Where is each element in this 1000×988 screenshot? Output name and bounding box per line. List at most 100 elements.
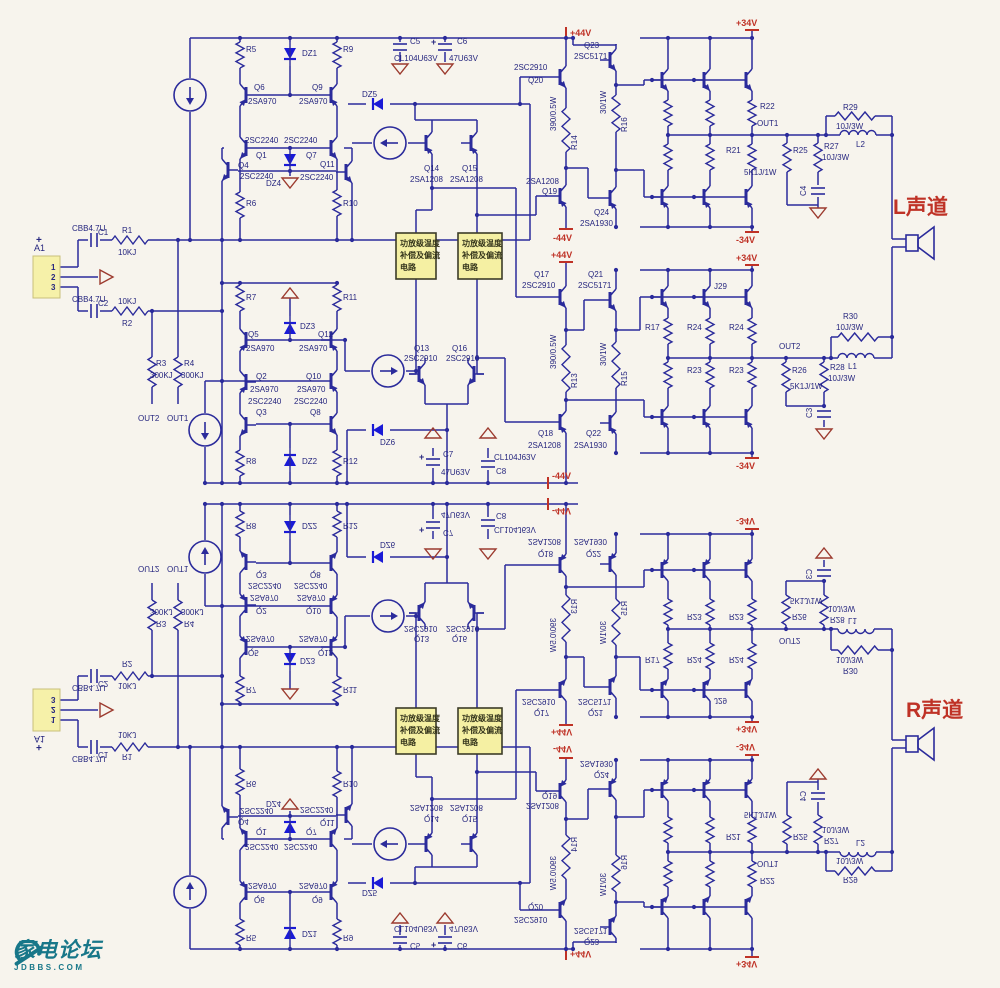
svg-text:2SC2910: 2SC2910 (514, 63, 548, 72)
junction-dot (613, 327, 619, 333)
svg-text:2SC5171: 2SC5171 (578, 281, 612, 290)
svg-text:C2: C2 (98, 679, 109, 688)
resistor-R25 (781, 814, 793, 845)
svg-text:Q23: Q23 (584, 937, 600, 946)
svg-text:J29: J29 (714, 696, 727, 705)
svg-text:R3: R3 (156, 619, 167, 628)
junction-dot (287, 92, 293, 98)
junction-dot (287, 889, 293, 895)
inductor-L1 (837, 628, 875, 635)
resistor-R1 (111, 234, 149, 246)
svg-text:2SA970: 2SA970 (250, 385, 279, 394)
junction-dot (649, 77, 655, 83)
resistor-R17 (662, 642, 674, 670)
power-label-+44V: +44V (565, 27, 591, 39)
junction-dot (649, 294, 655, 300)
svg-text:R4: R4 (184, 619, 195, 628)
junction-dot (749, 946, 755, 952)
ground-flag-down-icon (808, 767, 828, 780)
svg-text:Q5: Q5 (248, 648, 259, 657)
svg-text:Q21: Q21 (588, 270, 604, 279)
junction-dot (691, 294, 697, 300)
svg-text:+: + (431, 37, 436, 47)
junction-dot (613, 82, 619, 88)
svg-text:DZ4: DZ4 (266, 179, 282, 188)
capacitor-C5 (393, 43, 407, 51)
resistor-R10 (331, 770, 343, 798)
logo-subtitle: JDBBS.COM (14, 963, 85, 972)
svg-text:2SC5171: 2SC5171 (574, 926, 608, 935)
resistor-R3 (146, 599, 158, 631)
transistor-Q22-pnp (600, 548, 617, 580)
svg-text:Q10: Q10 (306, 606, 322, 615)
svg-text:R8: R8 (246, 457, 257, 466)
ground-flag-up-icon (280, 688, 300, 701)
svg-text:Q12: Q12 (318, 648, 334, 657)
junction-dot (237, 701, 243, 707)
svg-text:R25: R25 (793, 146, 808, 155)
transistor-Q2-pnp (239, 589, 256, 621)
resistor-R22 (746, 860, 758, 888)
junction-dot (749, 714, 755, 720)
resistor-R7 (234, 675, 246, 703)
capacitor-C6: + (431, 37, 452, 51)
junction-dot (783, 626, 789, 632)
current-source-CS3 (373, 126, 407, 160)
transistor-Q1-npn (239, 823, 256, 855)
svg-text:10J/3W: 10J/3W (836, 122, 864, 131)
junction-dot (707, 224, 713, 230)
resistor-R11 (331, 284, 343, 312)
current-source-CS4 (371, 354, 405, 388)
svg-text:C6: C6 (457, 37, 468, 46)
junction-dot (707, 757, 713, 763)
svg-text:CBB4.7U: CBB4.7U (72, 224, 106, 233)
svg-text:2SC2240: 2SC2240 (245, 136, 279, 145)
junction-dot (474, 212, 480, 218)
junction-dot (287, 836, 293, 842)
svg-text:2SC2240: 2SC2240 (294, 397, 328, 406)
svg-text:+44V: +44V (570, 28, 591, 38)
svg-text:Q1: Q1 (256, 827, 267, 836)
svg-text:2SC2240: 2SC2240 (240, 806, 274, 815)
svg-text:Q2: Q2 (256, 372, 267, 381)
svg-text:R24: R24 (687, 655, 702, 664)
svg-text:-44V: -44V (553, 744, 572, 754)
svg-text:R23: R23 (729, 366, 744, 375)
transistor-Q15-pnp (461, 828, 478, 860)
junction-dot (823, 849, 829, 855)
transistor-Q24-pnp (600, 773, 617, 805)
svg-text:Q3: Q3 (256, 408, 267, 417)
power-label-+44V: +44V (551, 250, 573, 263)
junction-dot (613, 654, 619, 660)
resistor-R23b (746, 598, 758, 626)
svg-text:C3: C3 (805, 407, 814, 418)
svg-text:-44V: -44V (552, 506, 571, 516)
svg-text:30/1W: 30/1W (599, 90, 608, 114)
current-source-CS1 (173, 78, 207, 112)
power-label-+44V: +44V (565, 948, 591, 960)
svg-text:-34V: -34V (736, 461, 755, 471)
svg-text:R16: R16 (620, 117, 629, 132)
svg-text:+: + (419, 525, 424, 535)
speaker-icon (905, 726, 935, 762)
ground-flag-up-icon (423, 548, 443, 561)
svg-text:Q24: Q24 (594, 208, 610, 217)
resistor-x (662, 143, 674, 171)
svg-text:-34V: -34V (736, 235, 755, 245)
transistor-QU6-pnp (736, 774, 753, 806)
transistor-Q3-npn (239, 546, 256, 578)
speaker-icon (905, 225, 935, 261)
ground-flag-down-icon (808, 207, 828, 220)
svg-text:DZ1: DZ1 (302, 49, 318, 58)
svg-text:Q5: Q5 (248, 330, 259, 339)
capacitor-C7: + (419, 452, 440, 466)
transistor-Q1-npn (239, 132, 256, 164)
junction-dot (474, 355, 480, 361)
svg-text:2SA970: 2SA970 (297, 385, 326, 394)
svg-text:OUT1: OUT1 (757, 119, 779, 128)
resistor-R6 (234, 768, 246, 796)
junction-dot (485, 480, 491, 486)
junction-dot (665, 714, 671, 720)
svg-text:L1: L1 (848, 616, 857, 625)
